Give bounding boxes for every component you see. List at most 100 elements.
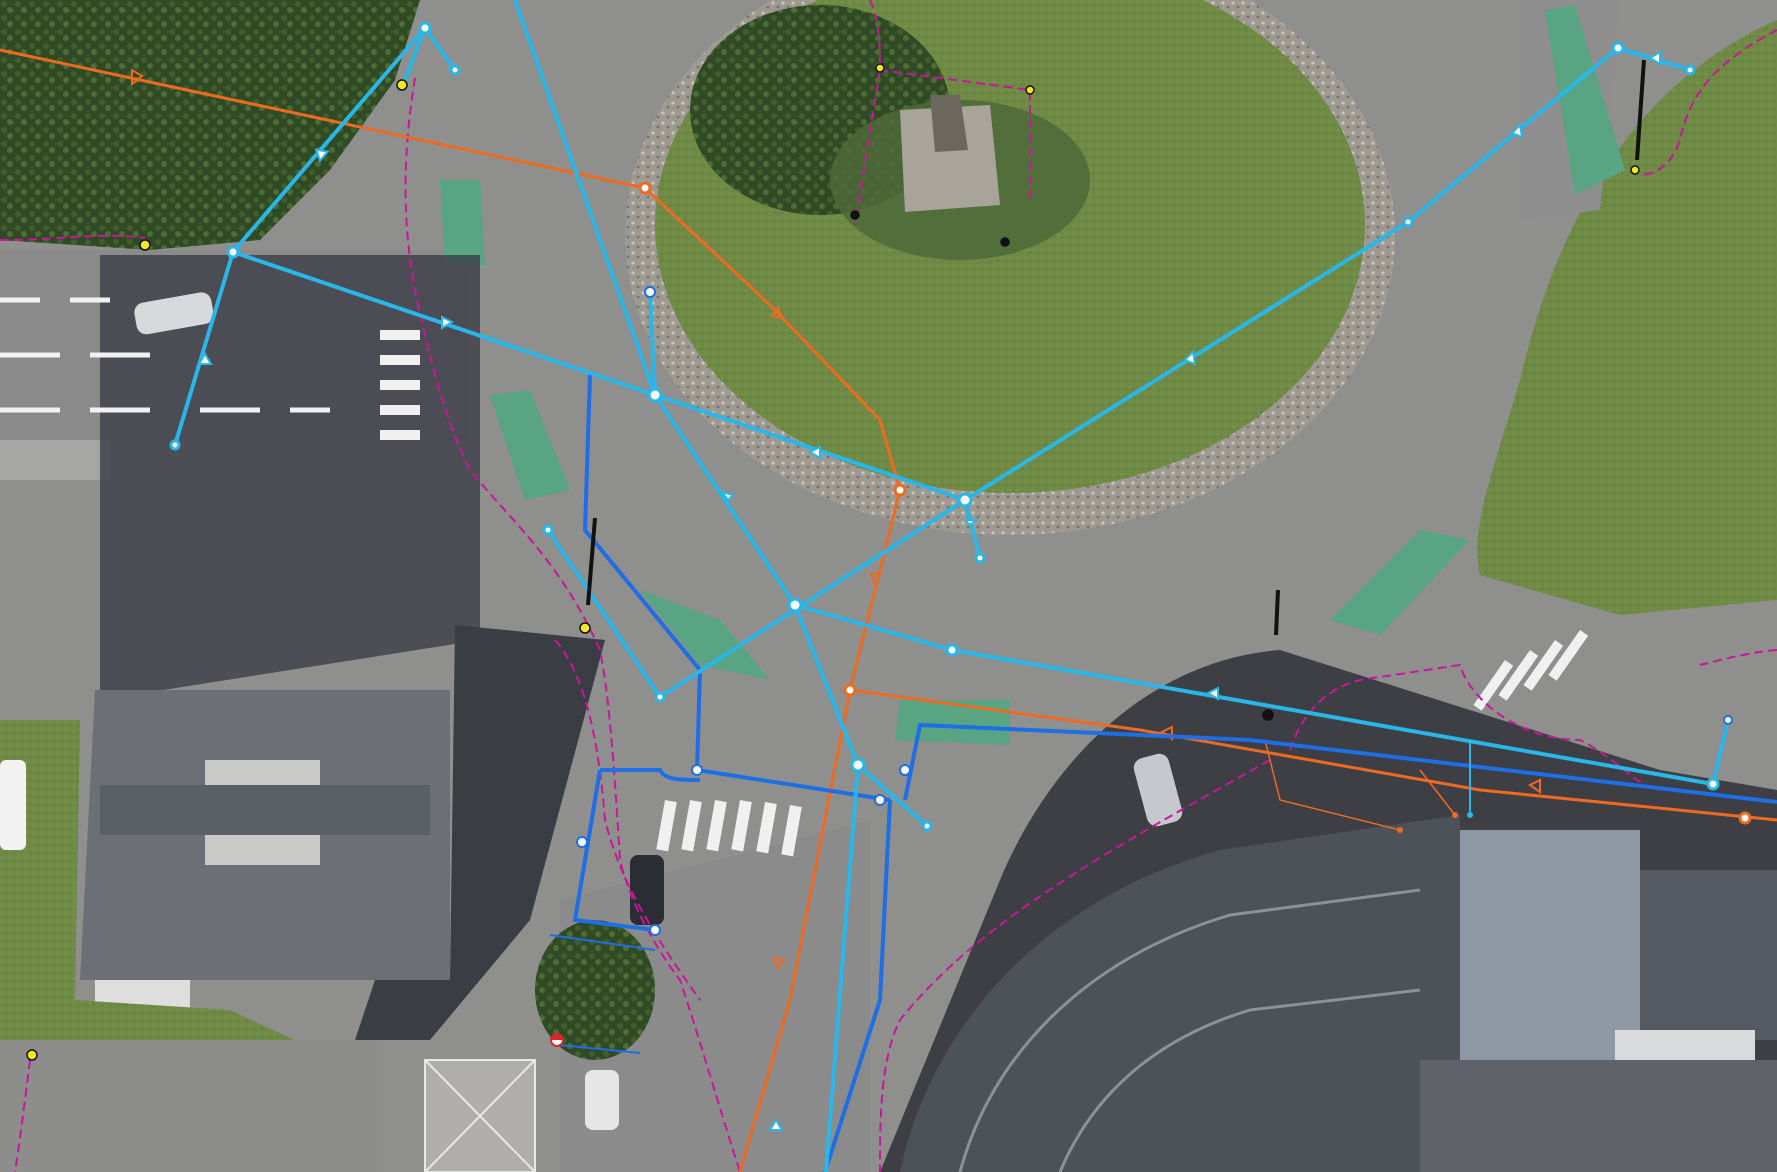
valve-node [1723,715,1733,725]
building-roof [1640,870,1777,1040]
building-roof [1460,830,1640,1060]
water-main [403,27,427,81]
manhole-node [843,683,857,697]
car [585,1070,619,1130]
sewer-network [0,48,1777,1172]
valve-node [649,924,661,936]
water-main [546,528,662,699]
water-main [549,934,656,951]
flow-arrow-icon [1528,778,1541,794]
hydrant-marker [875,63,885,73]
flow-arrow-icon [441,315,455,330]
right-grass [1477,20,1777,615]
building-shadow [100,255,480,700]
valve-node [691,764,703,776]
water-main [903,722,1777,804]
water-main [658,498,967,699]
valve-node [576,836,588,848]
junction-node [169,439,181,451]
hydrant-marker [850,210,860,220]
hydrant-marker [1000,237,1010,247]
flow-arrow-icon [1510,122,1524,139]
junction-node [921,820,933,832]
flow-arrow-icon [768,1118,784,1131]
sewer-line [1264,739,1401,831]
junction-node [654,691,666,703]
crosswalk [380,330,420,440]
sewer-line [738,689,852,1172]
junction-node [226,245,240,259]
water-main [572,769,656,932]
hydrant-marker [26,1049,38,1061]
flow-arrow-icon [131,68,144,87]
junction-node [787,597,803,613]
valve-node [644,286,656,298]
hydrant-marker [1025,85,1035,95]
manhole-node [1738,811,1752,825]
junction-node [1402,216,1414,228]
water-arrows [197,50,1661,1131]
water-main [173,251,235,446]
car [1133,753,1183,827]
car [134,292,214,335]
bike-lane [1330,530,1470,635]
manhole-node [638,181,652,195]
car [630,855,664,925]
car [0,760,26,850]
flow-arrow-icon [1183,349,1197,366]
water-main [600,768,701,782]
junction-node [1611,41,1625,55]
flow-arrow-icon [770,305,784,320]
network-nodes [26,21,1752,1061]
flow-arrow-icon [1205,686,1219,701]
junction-node [449,64,461,76]
bike-lane [895,700,1010,745]
water-main [559,1044,641,1054]
water-main [648,289,657,396]
junction-node [647,387,663,403]
bike-lane [440,180,485,265]
water-main [1711,719,1730,785]
valve-node [899,764,911,776]
road-markings [0,297,330,413]
junction-node [418,21,432,35]
flow-arrow-icon [771,957,786,970]
flow-arrow-icon [314,148,330,163]
sewer-line [849,688,1777,822]
sewer-line [0,48,646,190]
junction-node [1684,64,1696,76]
flow-arrow-icon [868,573,883,584]
hydrant-marker [1630,165,1640,175]
flow-arrow-icon [962,519,979,527]
hydrant-marker [1262,709,1274,721]
crosswalk [656,800,802,857]
junction-node [1706,777,1720,791]
sewer-line [643,186,902,691]
sewer-line [1419,769,1456,816]
bike-lane [490,390,570,500]
manhole-node [893,483,907,497]
water-main [823,799,892,1172]
junction-node [974,552,986,564]
street-poles [586,59,1646,636]
hydrant-marker [396,79,408,91]
junction-node [957,492,973,508]
junction-node [850,757,866,773]
flow-arrow-icon [807,445,821,460]
flow-arrow-icon [197,352,213,365]
building-roof [355,625,605,1040]
tree-cover [0,0,420,250]
flow-arrow-icon [719,490,735,502]
junction-node [542,524,554,536]
hydrant-marker [139,239,151,251]
bike-lane [640,590,770,680]
crosswalk [1473,630,1589,711]
island-building [900,105,1000,212]
junction-node [945,643,959,657]
hydrant-marker [579,622,591,634]
flow-arrow-icon [1648,50,1661,66]
bike-lane [1545,5,1625,195]
